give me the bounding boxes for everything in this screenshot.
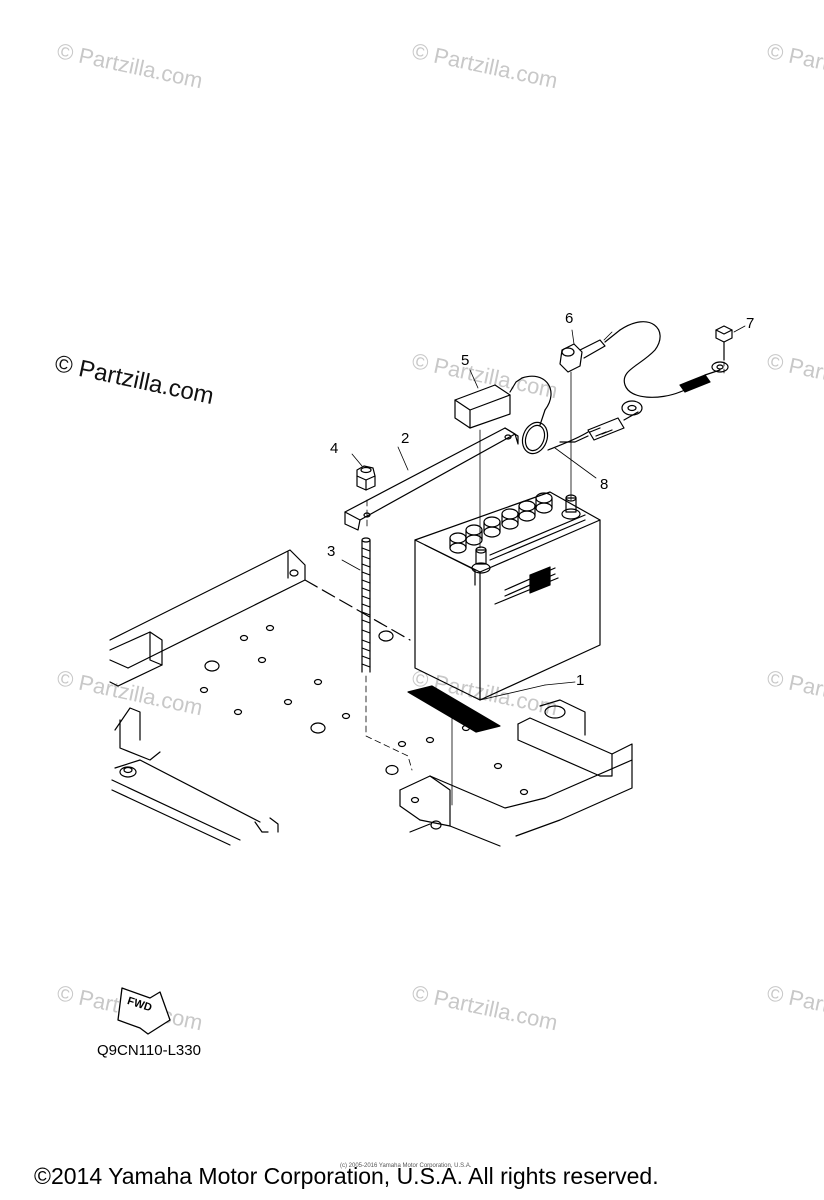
battery-terminals	[471, 494, 581, 574]
part-7-bolt	[715, 325, 746, 377]
frame-right-bracket	[399, 699, 633, 847]
callout-2: 2	[401, 430, 410, 447]
callout-6: 6	[565, 310, 574, 327]
part-8-cable-band	[521, 421, 597, 479]
part-1-battery-pad	[407, 681, 576, 806]
battery	[414, 491, 601, 701]
copyright-footer: ©2014 Yamaha Motor Corporation, U.S.A. A…	[34, 1163, 659, 1189]
fwd-arrow-icon	[117, 987, 171, 1035]
part-6-positive-cable	[559, 321, 681, 501]
part-4-nut	[351, 453, 376, 491]
fine-print: (c) 2005-2016 Yamaha Motor Corporation, …	[340, 1163, 472, 1169]
negative-cable	[559, 361, 729, 443]
frame-chassis	[109, 549, 306, 846]
battery-cell-caps	[449, 492, 553, 554]
callout-5: 5	[461, 352, 470, 369]
part-2-battery-band	[344, 427, 519, 531]
part-3-battery-rod	[341, 499, 413, 771]
callout-1: 1	[576, 672, 585, 689]
part-5-fuse-holder	[454, 369, 552, 549]
diagram-code: Q9CN110-L330	[97, 1042, 201, 1059]
callout-7: 7	[746, 315, 755, 332]
callout-4: 4	[330, 440, 339, 457]
callout-8: 8	[600, 476, 609, 493]
callout-3: 3	[327, 543, 336, 560]
